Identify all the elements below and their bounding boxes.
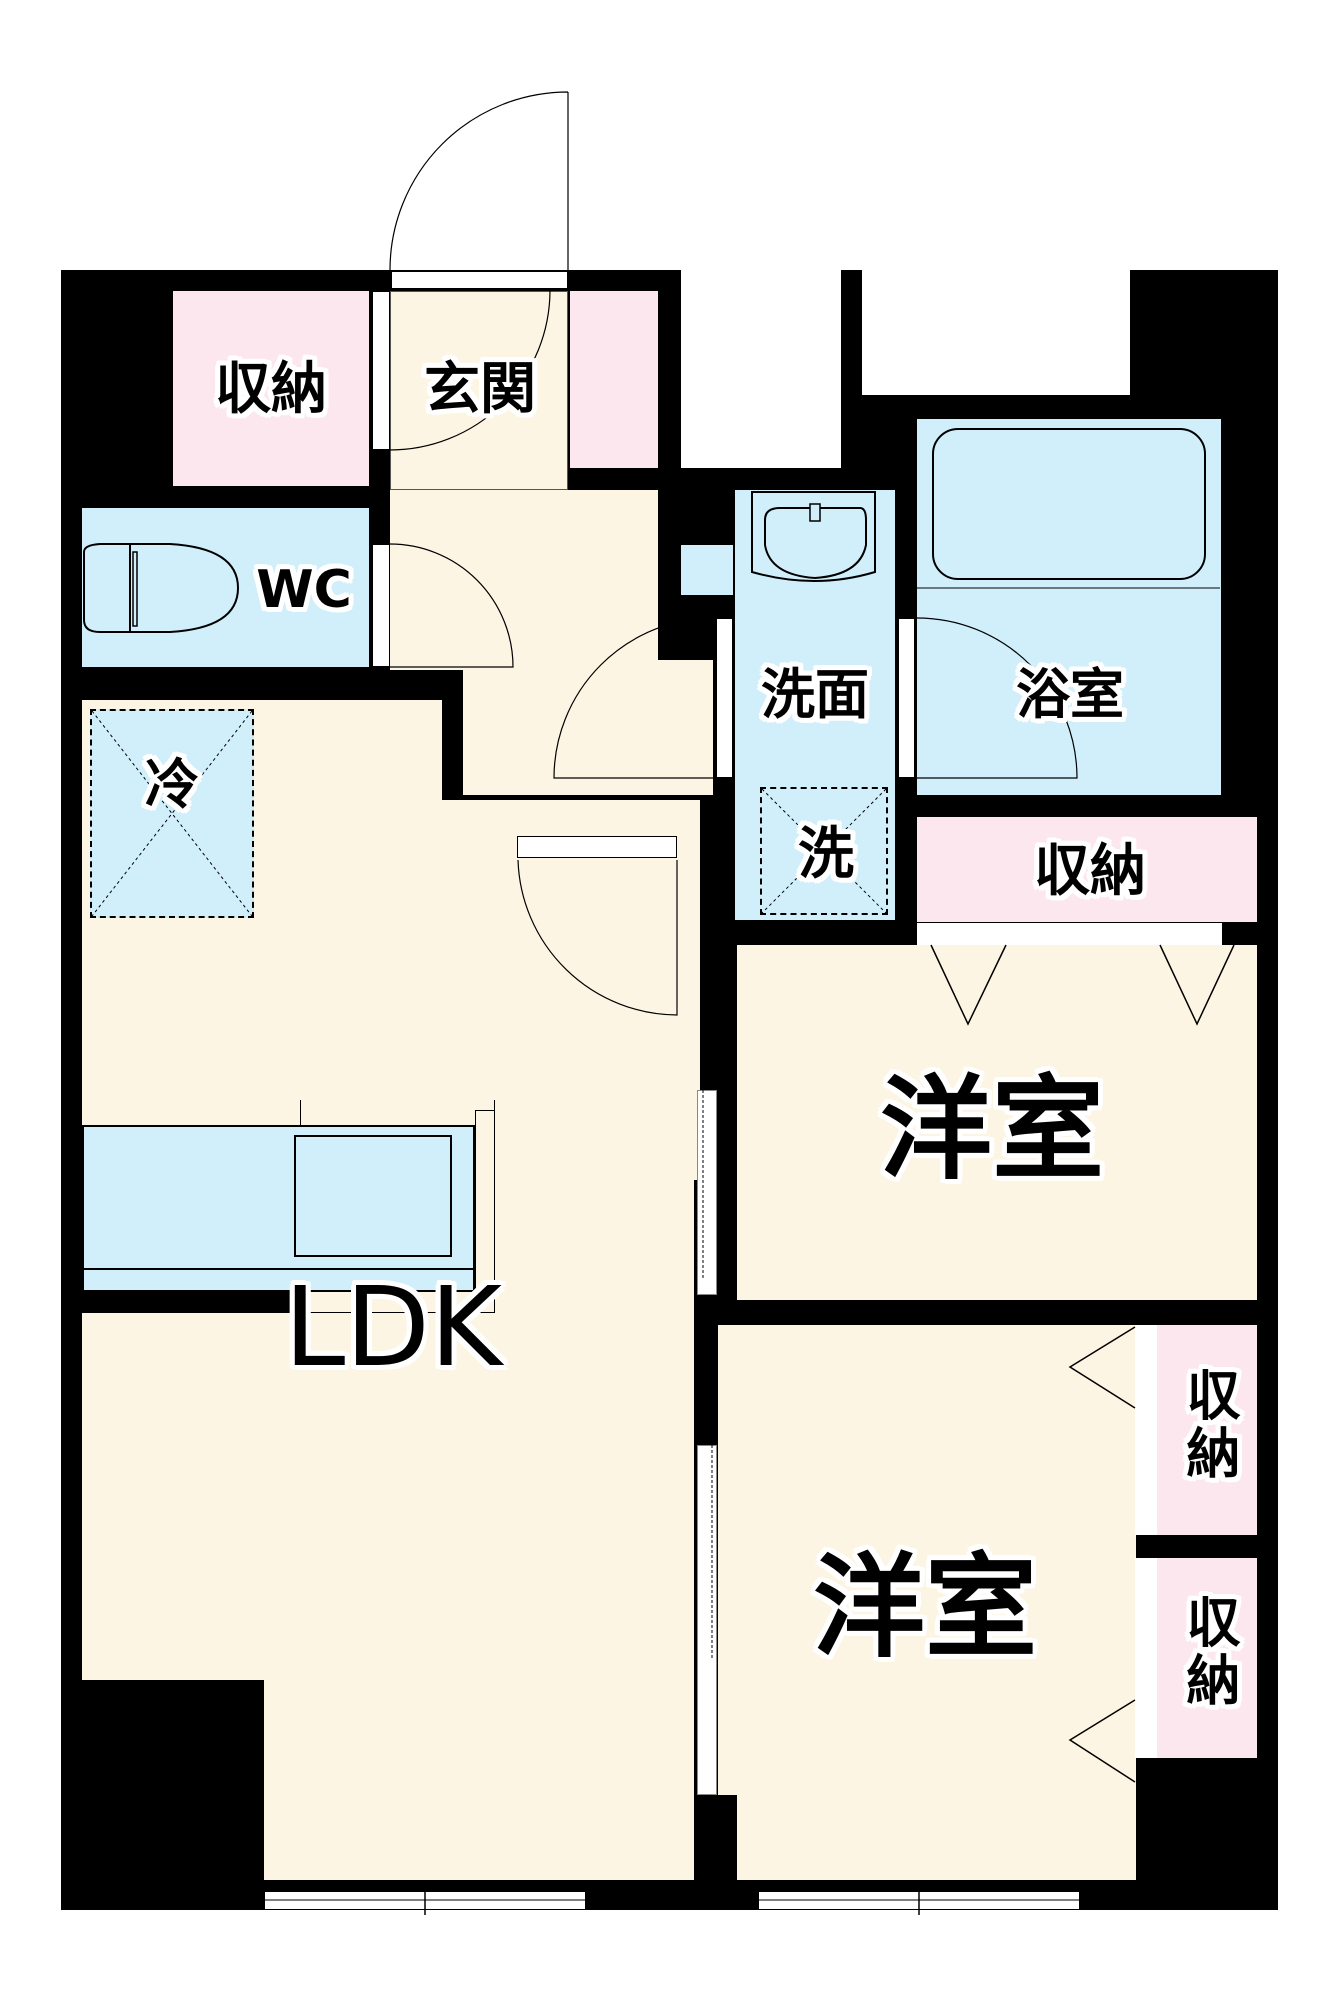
room-closet-1 [1157,1325,1257,1535]
entrance-threshold [391,271,568,289]
sliding-door-ldk-western-1 [697,1090,717,1295]
exterior-void-1 [681,270,841,468]
room-hallway-lower [463,660,713,795]
room-closet-2 [1157,1558,1257,1758]
kitchen-counter-base [82,1290,302,1313]
closet-1-door [1135,1325,1157,1535]
label-western-room-1: 洋室 [880,1065,1104,1195]
label-closet-1: 収納 [1177,1367,1240,1483]
label-ldk: LDK [283,1263,503,1391]
room-hallway [390,490,658,670]
ldk-door-jamb [517,836,677,858]
closet-door-strip [917,923,1222,945]
label-closet-2: 収納 [1177,1594,1240,1710]
room-western-1 [737,945,1257,1300]
bath-door-jamb [898,618,915,778]
washer-space [760,787,888,915]
kitchen-sink [294,1135,452,1257]
wc-door-jamb [372,544,390,667]
label-western-room-2: 洋室 [813,1543,1037,1673]
room-storage-mid-right [917,817,1257,922]
room-storage-entrance [570,291,658,468]
exterior-void-2 [862,270,1130,395]
label-wc: WC [256,560,352,620]
room-storage-top-left [173,291,369,486]
room-entrance [390,291,568,490]
room-western-2 [718,1325,1136,1880]
label-washer: 洗 [798,822,854,887]
wet-niche [681,545,733,595]
label-washroom: 洗面 [761,663,869,726]
label-bathroom: 浴室 [1016,663,1124,726]
kitchen-counter-end [475,1110,495,1313]
label-storage-top-left: 収納 [215,357,327,422]
label-storage-mid-right: 収納 [1034,839,1146,904]
hall-door-jamb [716,618,733,778]
storage-door-jamb [372,291,390,450]
label-fridge: 冷 [145,753,199,816]
label-entrance: 玄関 [424,357,536,422]
western-2-corner-pillar [697,1795,737,1910]
kitchen-counter-strip [82,1270,475,1292]
closet-2-door [1135,1558,1157,1758]
ldk-corner-pillar [61,1680,264,1910]
